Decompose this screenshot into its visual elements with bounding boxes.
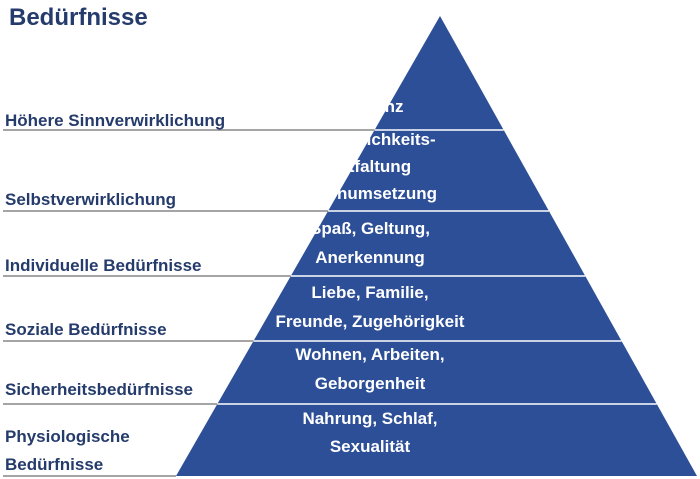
tier-text-line: Liebe, Familie, bbox=[311, 283, 429, 302]
tier-text-line: Persönlichkeits- bbox=[304, 130, 436, 149]
level-label: Physiologische bbox=[5, 427, 130, 446]
tier-text-line: Trans- bbox=[344, 62, 396, 81]
level-label: Höhere Sinnverwirklichung bbox=[5, 111, 226, 130]
level-label: Soziale Bedürfnisse bbox=[5, 320, 167, 339]
diagram-title: Bedürfnisse bbox=[9, 4, 148, 31]
tier-text-line: Geborgenheit bbox=[314, 374, 426, 393]
tier-text-line: Freunde, Zugehörigkeit bbox=[275, 312, 465, 331]
tier-text-line: zendenz bbox=[336, 97, 404, 116]
pyramid-triangle bbox=[176, 16, 697, 476]
tier-text-line: Wohnen, Arbeiten, bbox=[295, 345, 445, 364]
tier-text-line: Anerkennung bbox=[315, 248, 425, 267]
tier-text-line: Sexualität bbox=[329, 437, 411, 456]
level-label: Individuelle Bedürfnisse bbox=[5, 256, 202, 275]
tier-text-line: entfaltung bbox=[328, 157, 412, 176]
tier-text-line: Nahrung, Schlaf, bbox=[302, 409, 438, 428]
level-label: Selbstverwirklichung bbox=[5, 190, 176, 209]
tier-text-line: Spaß, Geltung, bbox=[310, 219, 430, 238]
level-label: Bedürfnisse bbox=[5, 455, 104, 474]
level-label: Sicherheitsbedürfnisse bbox=[5, 380, 194, 399]
tier-text-line: Ideenumsetzung bbox=[302, 184, 438, 203]
